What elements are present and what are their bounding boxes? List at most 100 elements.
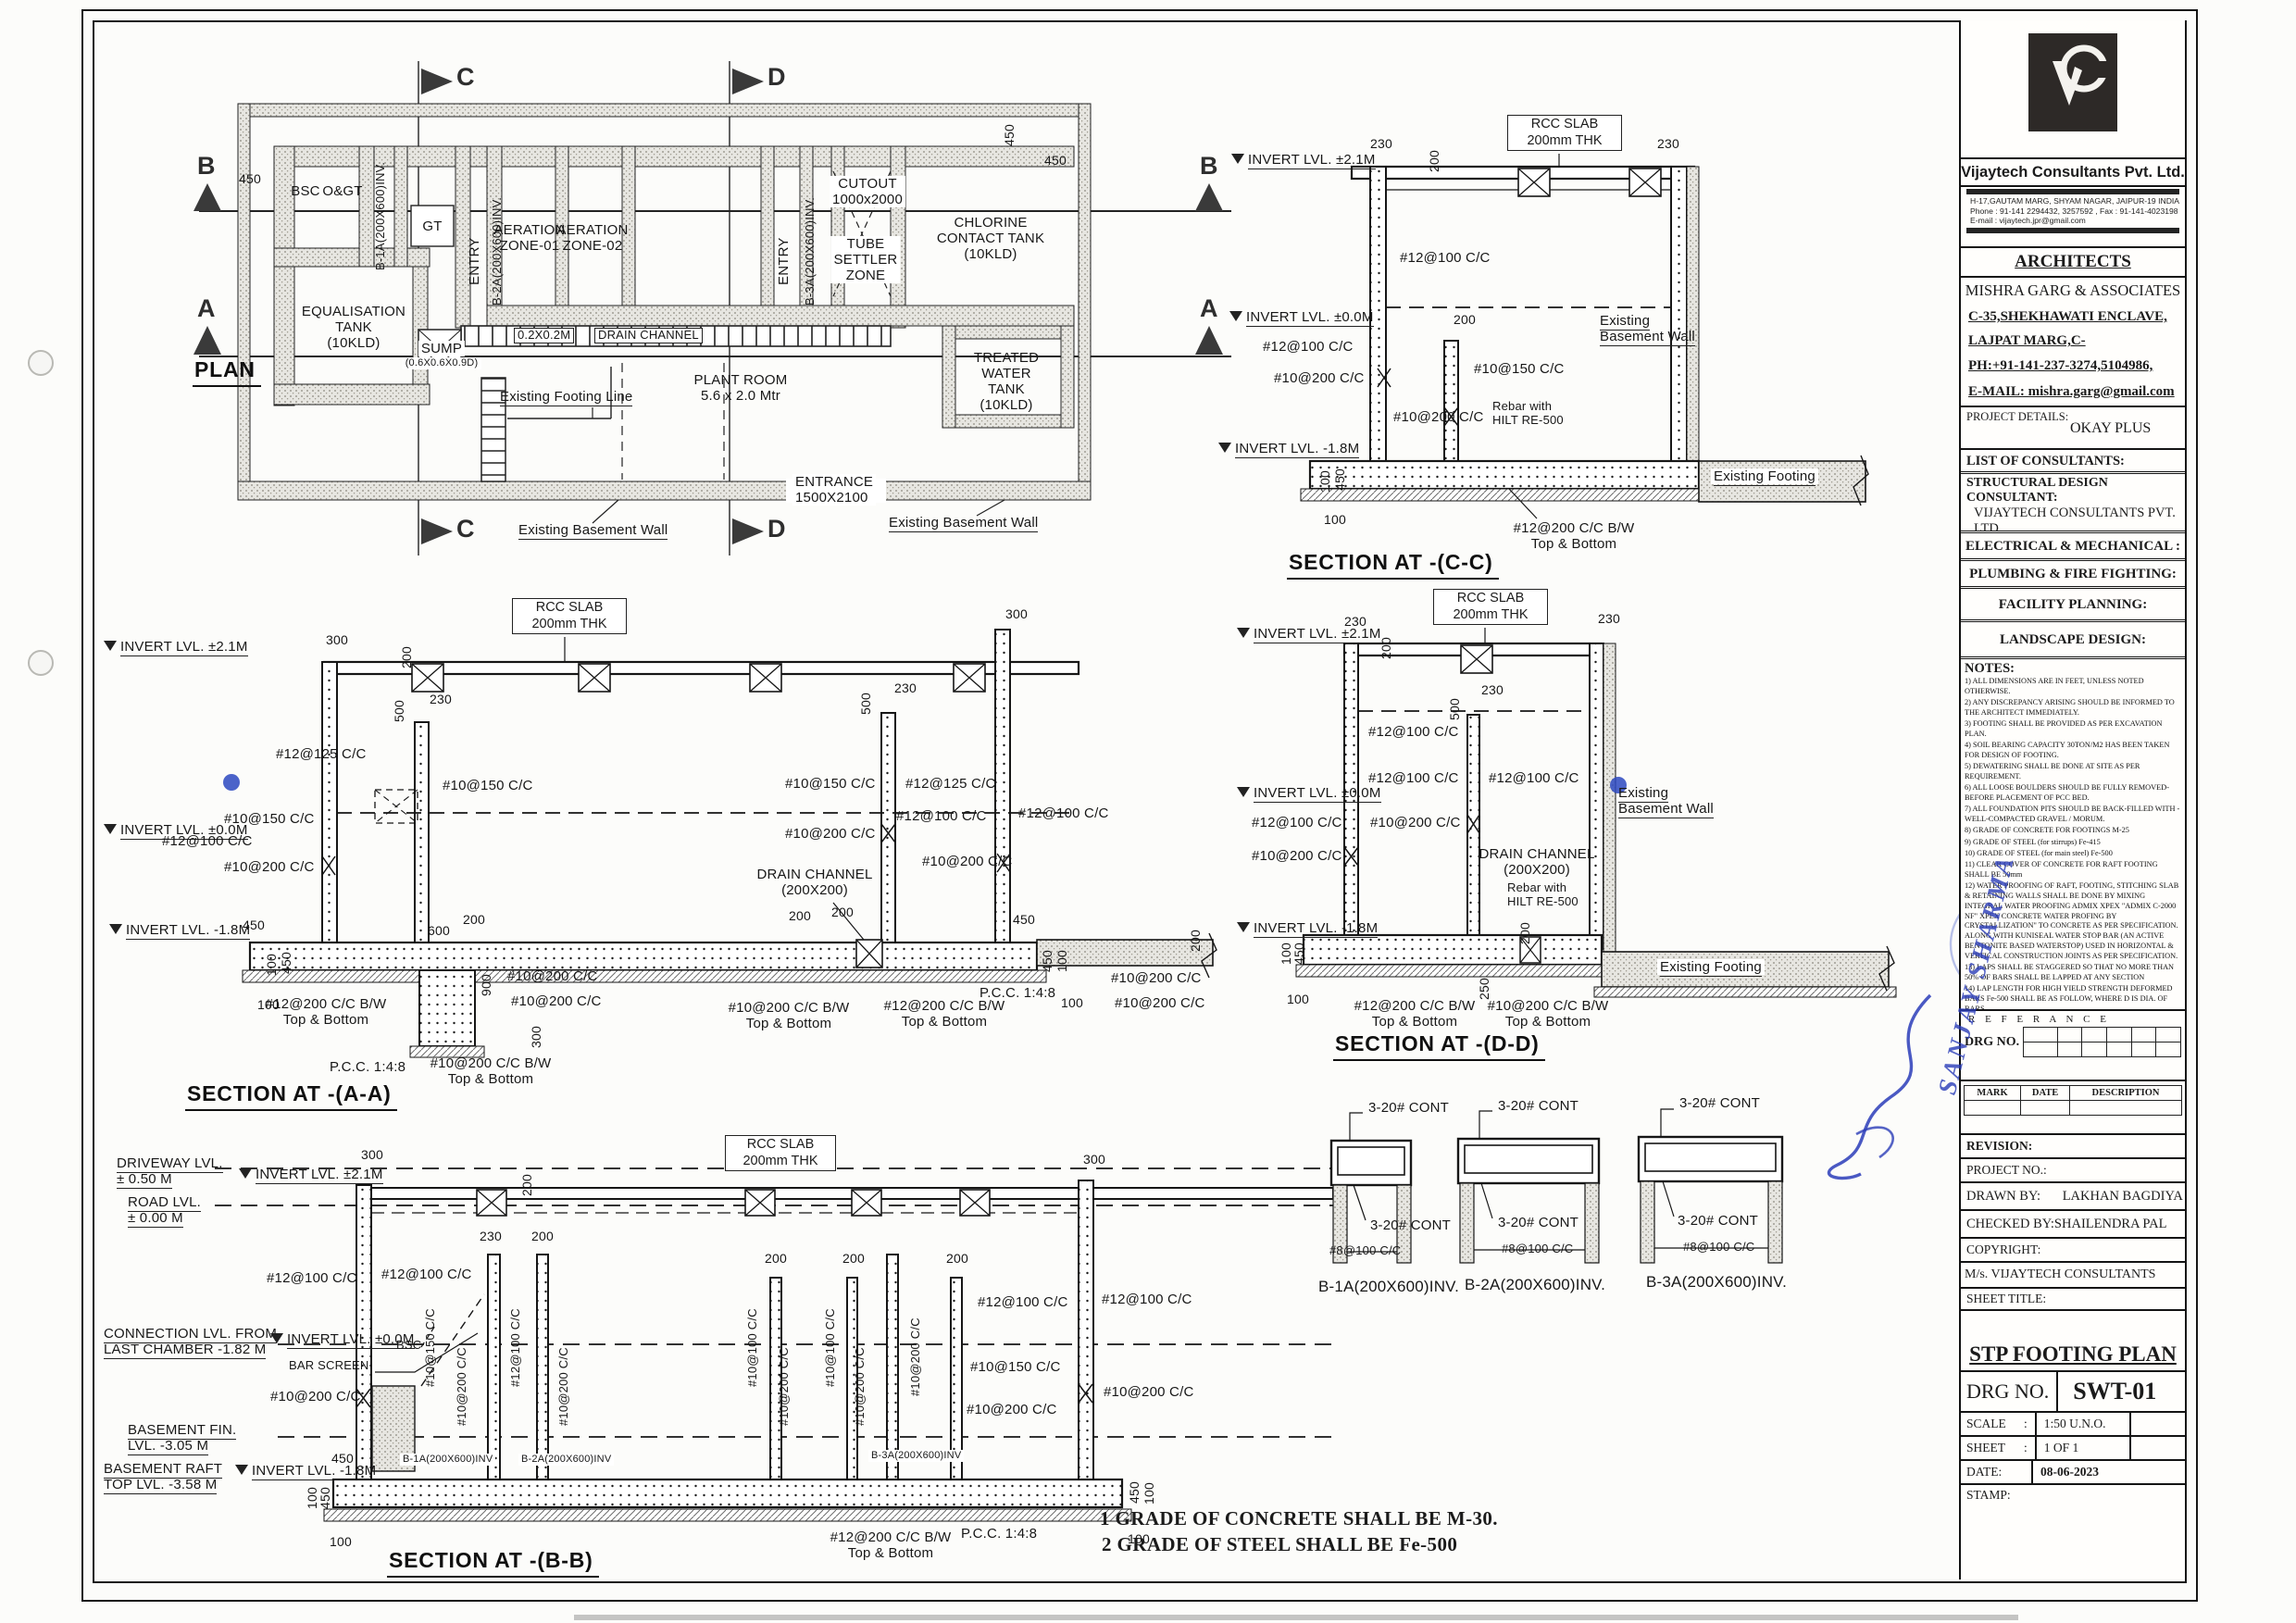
bb-vrebar-7: #10@100 C/C [823,1308,837,1387]
invert-triangle-icon [104,641,117,651]
dd-dim-200-b: 200 [1517,922,1532,944]
ref-cell [2081,1027,2108,1042]
scale-label: SCALE [1966,1417,2006,1430]
architects-name: MISHRA GARG & ASSOCIATES [1965,281,2181,299]
aa-dim-100-lv: 100 [264,954,279,976]
notes-list: 1) ALL DIMENSIONS ARE IN FEET, UNLESS NO… [1965,677,2181,1009]
room-treated-water: TREATED WATER TANK (10KLD) [973,350,1040,414]
bb-lvl-connection: CONNECTION LVL. FROM LAST CHAMBER -1.82 … [104,1326,278,1360]
cc-raft-label: #12@200 C/C B/W Top & Bottom [1513,520,1635,553]
dd-title: SECTION AT -(D-D) [1333,1031,1545,1061]
stamp-row: STAMP: [1961,1485,2185,1579]
note-item: 2) ANY DISCREPANCY ARISING SHOULD BE INF… [1965,698,2175,717]
plan-marker-b-left: B [197,152,216,180]
aa-dim-450-rv: 450 [1040,950,1054,972]
bb-dim-300-r: 300 [1083,1152,1105,1167]
bb-dim-450-rv: 450 [1127,1481,1142,1504]
aa-rebar-4: #12@100 C/C [162,833,253,849]
aa-dim-100-lb: 100 [257,997,280,1012]
bb-lvl-basement-fin: BASEMENT FIN. LVL. -3.05 M [128,1422,237,1456]
invert-triangle-icon [1237,922,1250,932]
scan-artifacts [28,350,2018,1620]
ref-cell [2106,1042,2132,1057]
aa-rebar-9: #12@100 C/C [1018,805,1109,821]
invert-triangle-icon [270,1333,283,1343]
invert-triangle-icon [1237,787,1250,797]
aa-dim-100-rb: 100 [1061,995,1083,1010]
beam-details-linework [1329,1108,1784,1264]
beam-b3a-plan: B-3A(200X600)INV. [803,196,817,306]
room-sump: SUMP [418,341,466,357]
dd-rebar-4: #12@100 C/C [1368,770,1459,786]
bb-beam1-ref: B-1A(200X600)INV [400,1454,496,1466]
beam3-bot-label: 3-20# CONT [1678,1213,1759,1229]
invert-triangle-icon [1218,443,1231,453]
architects-heading-row: ARCHITECTS [1961,248,2185,278]
company-address: H-17,GAUTAM MARG, SHYAM NAGAR, JAIPUR-19… [1970,196,2180,226]
note-item: 7) ALL FOUNDATION PITS SHOULD BE BACK-FI… [1965,805,2180,824]
aa-dim-300-l: 300 [326,632,348,647]
section-bb-linework [215,1167,1334,1522]
note-item: 5) DEWATERING SHALL BE DONE AT SITE AS P… [1965,762,2140,781]
note-item: 13) LAPS SHALL BE STAGGERED SO THAT NO M… [1965,963,2175,981]
bb-slab-label: RCC SLAB 200mm THK [725,1135,836,1172]
bb-right-rebar-2: #12@100 C/C [1102,1292,1192,1307]
sheet-title-label: SHEET TITLE: [1966,1292,2047,1305]
structural-heading: STRUCTURAL DESIGN CONSULTANT: [1966,476,2108,505]
copyright-value: M/s. VIJAYTECH CONSULTANTS PVT. LTD. [1965,1267,2156,1281]
room-plant: PLANT ROOM 5.6 x 2.0 Mtr [693,372,788,405]
bb-invert-top: INVERT LVL. ±2.1M [239,1167,383,1185]
bb-dim-200-v: 200 [519,1174,534,1196]
landscape-label: LANDSCAPE DESIGN: [2000,632,2146,647]
reference-grid [2023,1027,2181,1057]
drg-no-value: SWT-01 [2073,1378,2157,1405]
dd-rebar-1: #12@100 C/C [1368,724,1459,740]
note-item: 4) SOIL BEARING CAPACITY 30TON/M2 HAS BE… [1965,741,2170,759]
facility-label: FACILITY PLANNING: [1998,597,2148,612]
note-item: 10) GRADE OF STEEL (for main steel) Fe-5… [1965,849,2113,857]
ref-cell [2106,1027,2132,1042]
aa-rebar-15: #10@200 C/C [1115,995,1205,1011]
architects-heading: ARCHITECTS [2015,252,2131,271]
date-label: DATE: [1966,1465,2003,1479]
plan-existing-basement-wall-left: Existing Basement Wall [518,522,668,540]
cc-rebar-5: #10@200 C/C [1393,409,1484,425]
bb-dim-450-lv: 450 [318,1487,332,1509]
bb-vrebar-9: #10@200 C/C [908,1317,922,1396]
bb-dim-200-a: 200 [531,1229,554,1243]
note-item: 1) ALL DIMENSIONS ARE IN FEET, UNLESS NO… [1965,677,2144,695]
plan-marker-d-top: D [767,63,786,91]
invert-triangle-icon [109,924,122,934]
project-no-label: PROJECT NO.: [1966,1163,2047,1177]
aa-dim-600: 600 [428,923,450,938]
bb-dim-200-c: 200 [842,1251,865,1266]
room-aeration1: AERATION ZONE-01 [493,222,566,255]
invert-triangle-icon [104,824,117,834]
bb-vrebar-8: #10@200 C/C [853,1347,867,1426]
aa-rebar-7: #12@125 C/C [905,776,996,792]
cc-rebar-3: #10@200 C/C [1274,370,1365,386]
note-item: 3) FOOTING SHALL BE PROVIDED AS PER EXCA… [1965,719,2163,738]
plan-existing-footing-line: Existing Footing Line [500,389,633,406]
mark-cell [1964,1100,2021,1116]
note-item: 11) CLEAR COVER OF CONCRETE FOR RAFT FOO… [1965,860,2158,880]
note-item: 6) ALL LOOSE BOULDERS SHOULD BE FULLY RE… [1965,783,2169,803]
dd-raft-right-label: #10@200 C/C B/W Top & Bottom [1487,998,1609,1030]
electrical-row: ELECTRICAL & MECHANICAL : [1961,533,2185,561]
beam2-stirrup: #8@100 C/C [1502,1242,1574,1255]
room-bsc: BSC [291,183,320,199]
aa-rebar-8: #12@100 C/C [896,808,987,824]
beam2-top-label: 3-20# CONT [1498,1098,1579,1114]
notes-row: NOTES: 1) ALL DIMENSIONS ARE IN FEET, UN… [1961,659,2185,1011]
dd-dim-200-v: 200 [1379,637,1393,659]
company-name: Vijaytech Consultants Pvt. Ltd. [1961,164,2185,181]
date-row: DATE: 08-06-2023 [1961,1461,2185,1485]
invert-triangle-icon [1229,311,1242,321]
bb-dim-100-rb: 100 [1128,1531,1150,1546]
sheet-row: SHEET : 1 OF 1 [1961,1437,2185,1461]
plan-marker-d-bottom: D [767,515,786,543]
cc-dim-230-right: 230 [1657,136,1679,151]
outer-border [81,9,2198,1602]
company-name-row: Vijaytech Consultants Pvt. Ltd. [1961,159,2185,187]
